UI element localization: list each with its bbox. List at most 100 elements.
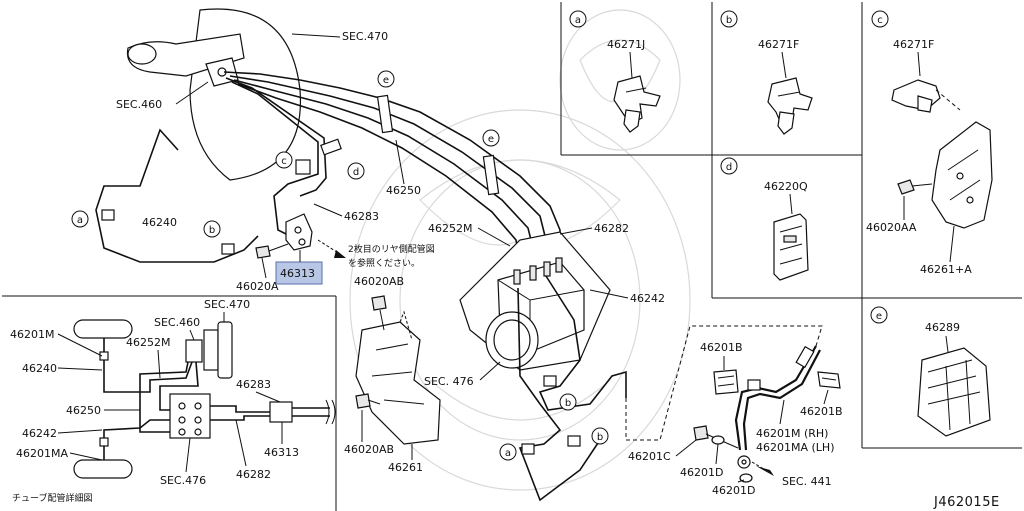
clip-46201B-left: [713, 369, 739, 395]
bolt-46020AB-top: [371, 295, 387, 331]
inset-caption: チューブ配管詳細図: [12, 492, 92, 504]
panel-b-part-label: 46271F: [758, 38, 799, 51]
tag-b-main: b: [209, 225, 215, 236]
tag-circle-b: [720, 10, 738, 28]
tag-c-main: c: [281, 156, 287, 167]
inset-label-46313: 46313: [264, 446, 299, 459]
label-46020A: 46020A: [236, 280, 279, 293]
label-46020AB-top: 46020AB: [354, 275, 404, 288]
inset-label-46250: 46250: [66, 404, 101, 417]
note-arrow-icon: [334, 250, 346, 258]
pipe-clip-c: [295, 159, 311, 175]
tag-circle-e-lower: [482, 129, 500, 147]
clip-46271J: [613, 75, 661, 133]
tag-circle-d-main: [347, 162, 365, 180]
inset-label-46201M: 46201M: [10, 328, 54, 341]
bolt-46020AB-bottom: [355, 393, 381, 409]
inset-master-cylinder: [185, 339, 203, 363]
tube-detail-inset: SEC.470 SEC.460 46201M 46252M 46240 4628…: [2, 295, 337, 511]
label-46201D-a: 46201D: [680, 466, 723, 479]
clip-46271F-c: [891, 79, 941, 113]
inset-label-46283: 46283: [236, 378, 271, 391]
bolt-46201C: [693, 425, 739, 449]
inset-label-46240: 46240: [22, 362, 57, 375]
brake-booster: [126, 8, 302, 181]
wheel-front-left: [73, 459, 133, 479]
label-46250: 46250: [386, 184, 421, 197]
tag-circle-b-main: [203, 220, 221, 238]
connector-46313: [285, 213, 313, 251]
panel-c-bolt-label: 46020AA: [866, 221, 917, 234]
inset-label-sec470: SEC.470: [204, 298, 250, 311]
tag-circle-c-main: [275, 151, 293, 169]
label-46252M: 46252M: [428, 222, 472, 235]
label-sec470-top: SEC.470: [342, 30, 388, 43]
bracket-46261A: [931, 121, 993, 229]
watermark-emblem: [349, 9, 691, 491]
panel-d: d 46220Q: [720, 157, 809, 281]
tag-circle-a-lower: [499, 443, 517, 461]
clip-46220Q: [773, 213, 809, 281]
tag-a-lower: a: [505, 448, 511, 459]
label-46313: 46313: [280, 267, 315, 280]
tag-circle-b-lower: [559, 393, 577, 411]
bolt-46020A: [255, 243, 289, 259]
label-sec441: SEC. 441: [782, 475, 832, 488]
tag-e-upper: e: [383, 75, 389, 86]
bolt-46020AA: [897, 179, 933, 195]
label-46201B-top: 46201B: [700, 341, 743, 354]
tag-circle-e: [870, 306, 888, 324]
inset-booster-flange: [203, 329, 219, 371]
panel-c-part-label: 46271F: [893, 38, 934, 51]
panel-b: b 46271F: [720, 10, 813, 135]
pipe-clip-e-upper: [376, 94, 394, 134]
inset-label-sec476: SEC.476: [160, 474, 206, 487]
tag-b-lower2: b: [597, 432, 603, 443]
highlighted-part-46313[interactable]: 46313: [275, 261, 323, 285]
label-sec460-top: SEC.460: [116, 98, 162, 111]
panel-c: c 46271F 46020AA 46261+A: [866, 10, 993, 276]
inset-booster: [217, 321, 233, 379]
clip-46289: [917, 347, 991, 437]
label-46261: 46261: [388, 461, 423, 474]
tag-circle-a: [569, 10, 587, 28]
detail-panels-frame: [560, 2, 1022, 449]
label-46242: 46242: [630, 292, 665, 305]
panel-a: a 46271J: [569, 10, 661, 133]
panel-b-tag: b: [726, 15, 732, 26]
pipe-46240: [95, 128, 259, 263]
panel-e-tag: e: [876, 311, 882, 322]
label-sec476-main: SEC. 476: [424, 375, 474, 388]
pipe-clip-e-lower: [482, 154, 500, 196]
panel-e: e 46289: [870, 306, 991, 437]
inset-actuator: [169, 393, 211, 439]
clip-46271F-b: [767, 77, 813, 135]
inset-label-sec460: SEC.460: [154, 316, 200, 329]
panel-c-bracket-label: 46261+A: [920, 263, 972, 276]
clip-46201B-right: [817, 371, 841, 389]
inset-label-46242: 46242: [22, 427, 57, 440]
arrow-sec441-icon: [756, 466, 774, 476]
brake-hose-46201M: [734, 345, 821, 469]
tag-circle-c: [871, 10, 889, 28]
tag-circle-e-upper: [377, 70, 395, 88]
tag-circle-b-lower2: [591, 427, 609, 445]
panel-d-part-label: 46220Q: [764, 180, 808, 193]
diagram-code: J462015E: [933, 495, 1000, 510]
label-46283: 46283: [344, 210, 379, 223]
label-46201B-right: 46201B: [800, 405, 843, 418]
label-46201M: 46201M (RH): [756, 427, 828, 440]
tag-circle-d: [720, 157, 738, 175]
panel-a-tag: a: [575, 15, 581, 26]
inset-label-46282: 46282: [236, 468, 271, 481]
label-46020AB-bottom: 46020AB: [344, 443, 394, 456]
highlight-box-46313: [275, 261, 323, 285]
panel-e-part-label: 46289: [925, 321, 960, 334]
label-46240: 46240: [142, 216, 177, 229]
label-46201C: 46201C: [628, 450, 671, 463]
label-46201MA: 46201MA (LH): [756, 441, 835, 454]
note-line-2: を参照ください。: [348, 257, 420, 269]
bracket-46261: [355, 310, 441, 445]
panel-c-tag: c: [877, 15, 883, 26]
